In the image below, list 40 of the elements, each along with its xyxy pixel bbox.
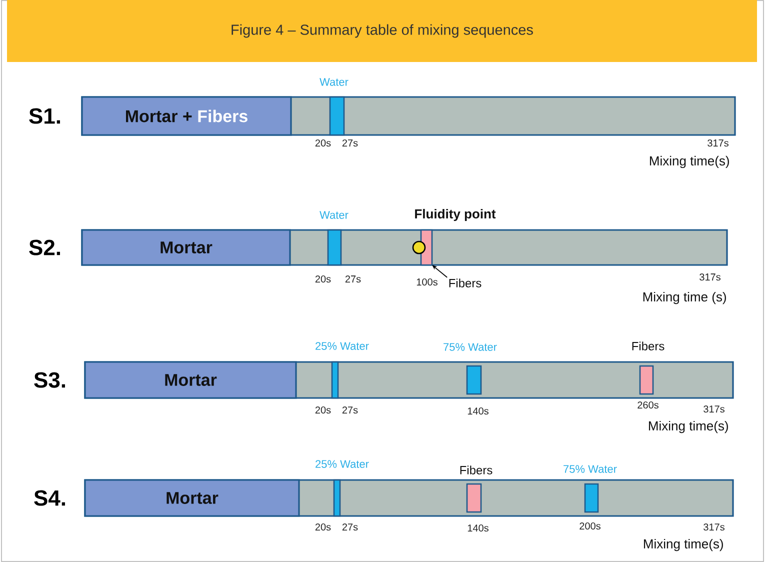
callout-text: Fibers — [449, 278, 482, 288]
tick-label: 27s — [342, 406, 358, 414]
mortar-segment: Mortar — [84, 361, 297, 399]
mortar-segment: Mortar + Fibers — [81, 96, 292, 136]
tick-label: 317s — [704, 405, 724, 413]
tick-label: 20s — [315, 275, 331, 283]
tick-label: 317s — [700, 273, 720, 281]
tick-label: 140s — [468, 524, 488, 532]
tick-label: 20s — [315, 139, 331, 147]
tick-label: 27s — [345, 275, 361, 283]
row-label: S1. — [29, 108, 60, 124]
tick-label: 100s — [416, 278, 438, 286]
mortar-segment: Mortar — [84, 479, 300, 517]
marker-label: Fluidity point — [415, 208, 496, 222]
tick-label: 20s — [315, 406, 331, 414]
marker-label: 75% Water — [444, 343, 497, 351]
leader-line — [432, 265, 448, 278]
tick-label: 20s — [315, 523, 331, 531]
marker-label: 25% Water — [316, 460, 369, 468]
row-label: S3. — [34, 372, 65, 388]
marker-label: Fibers — [632, 342, 664, 350]
axis-label: Mixing time(s) — [648, 420, 728, 434]
axis-label: Mixing time(s) — [644, 538, 723, 552]
marker-label: Water — [320, 78, 348, 86]
marker-label: 75% Water — [564, 465, 617, 473]
tick-label: 200s — [580, 522, 600, 530]
marker-label: Water — [320, 211, 348, 219]
marker-label: Fibers — [460, 466, 492, 474]
tick-label: 317s — [708, 139, 728, 147]
marker-label: 25% Water — [316, 342, 369, 350]
tick-label: 140s — [468, 407, 488, 415]
mortar-segment: Mortar — [81, 229, 291, 266]
axis-label: Mixing time(s) — [650, 156, 729, 168]
tick-label: 27s — [342, 139, 358, 147]
row-label: S4. — [34, 490, 65, 506]
row-label: S2. — [29, 240, 60, 256]
tick-label: 27s — [342, 523, 358, 531]
axis-label: Mixing time (s) — [643, 292, 726, 304]
title-banner: Figure 4 – Summary table of mixing sequences — [7, 0, 757, 62]
tick-label: 317s — [704, 523, 724, 531]
